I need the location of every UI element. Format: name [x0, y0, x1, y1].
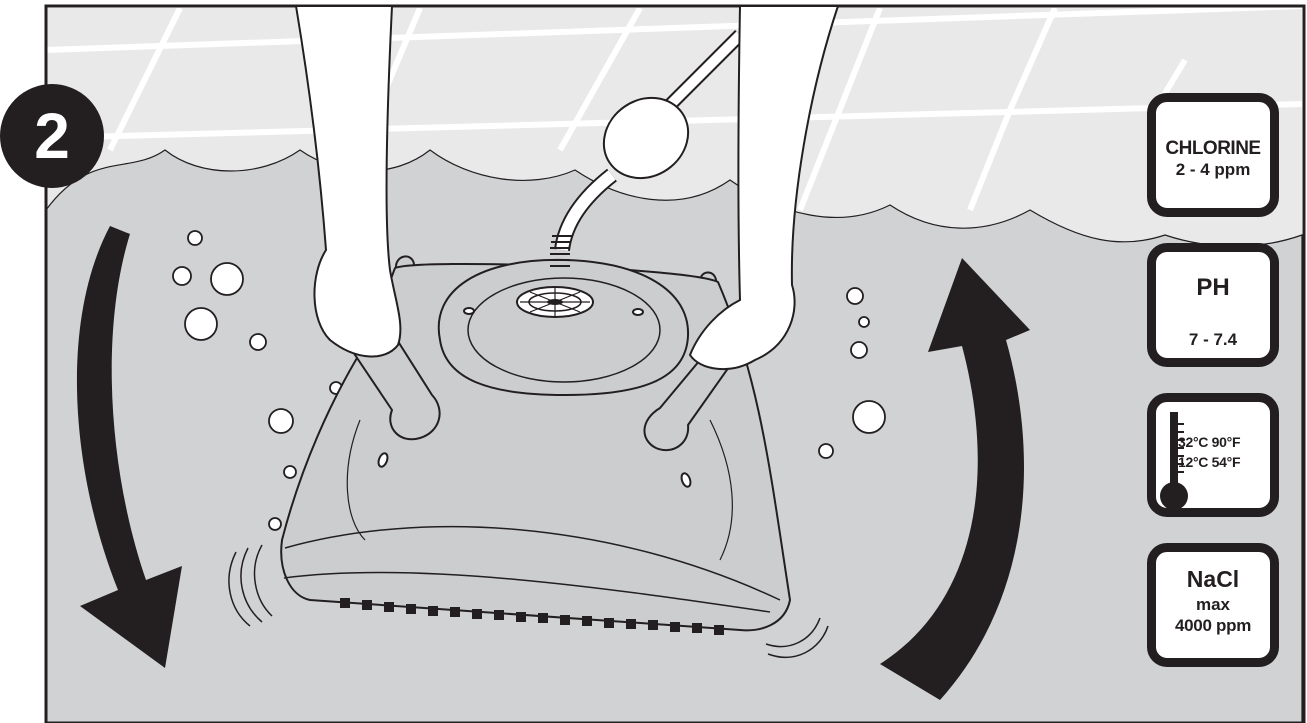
ph-label: PH [1196, 274, 1230, 301]
air-bubble-icon [858, 316, 870, 328]
air-bubble-icon [850, 341, 868, 359]
air-bubble-icon [852, 400, 886, 434]
temperature-card: 32°C 90°F 12°C 54°F [1147, 393, 1279, 517]
salt-card: NaCl max 4000 ppm [1147, 543, 1279, 667]
rotate-down-arrow-icon [76, 226, 182, 668]
air-bubble-icon [249, 333, 267, 351]
ph-card: PH 7 - 7.4 [1147, 243, 1279, 367]
pool-robot [280, 255, 791, 635]
chlorine-card: CHLORINE 2 - 4 ppm [1147, 93, 1279, 217]
air-bubble-icon [184, 307, 218, 341]
chlorine-value: 2 - 4 ppm [1175, 160, 1251, 179]
rotate-up-arrow-icon [880, 258, 1030, 700]
air-bubble-icon [846, 287, 864, 305]
ph-value: 7 - 7.4 [1188, 330, 1238, 349]
hose [550, 30, 745, 267]
salt-value: 4000 ppm [1174, 616, 1252, 635]
salt-label: NaCl [1186, 566, 1240, 592]
air-bubble-icon [172, 266, 192, 286]
temperature-min: 12°C 54°F [1178, 454, 1241, 470]
step-number-badge: 2 [0, 84, 104, 188]
water-wave-icon [228, 544, 829, 658]
salt-qualifier: max [1195, 595, 1231, 614]
temperature-max: 32°C 90°F [1178, 434, 1241, 450]
air-bubble-icon [283, 465, 297, 479]
thermometer-icon [1160, 412, 1188, 508]
hands [294, 5, 840, 371]
air-bubble-icon [268, 408, 294, 434]
air-bubble-icon [210, 262, 244, 296]
air-bubble-icon [818, 443, 834, 459]
air-bubble-icon [268, 517, 282, 531]
chlorine-label: CHLORINE [1165, 138, 1261, 159]
air-bubble-icon [187, 230, 203, 246]
